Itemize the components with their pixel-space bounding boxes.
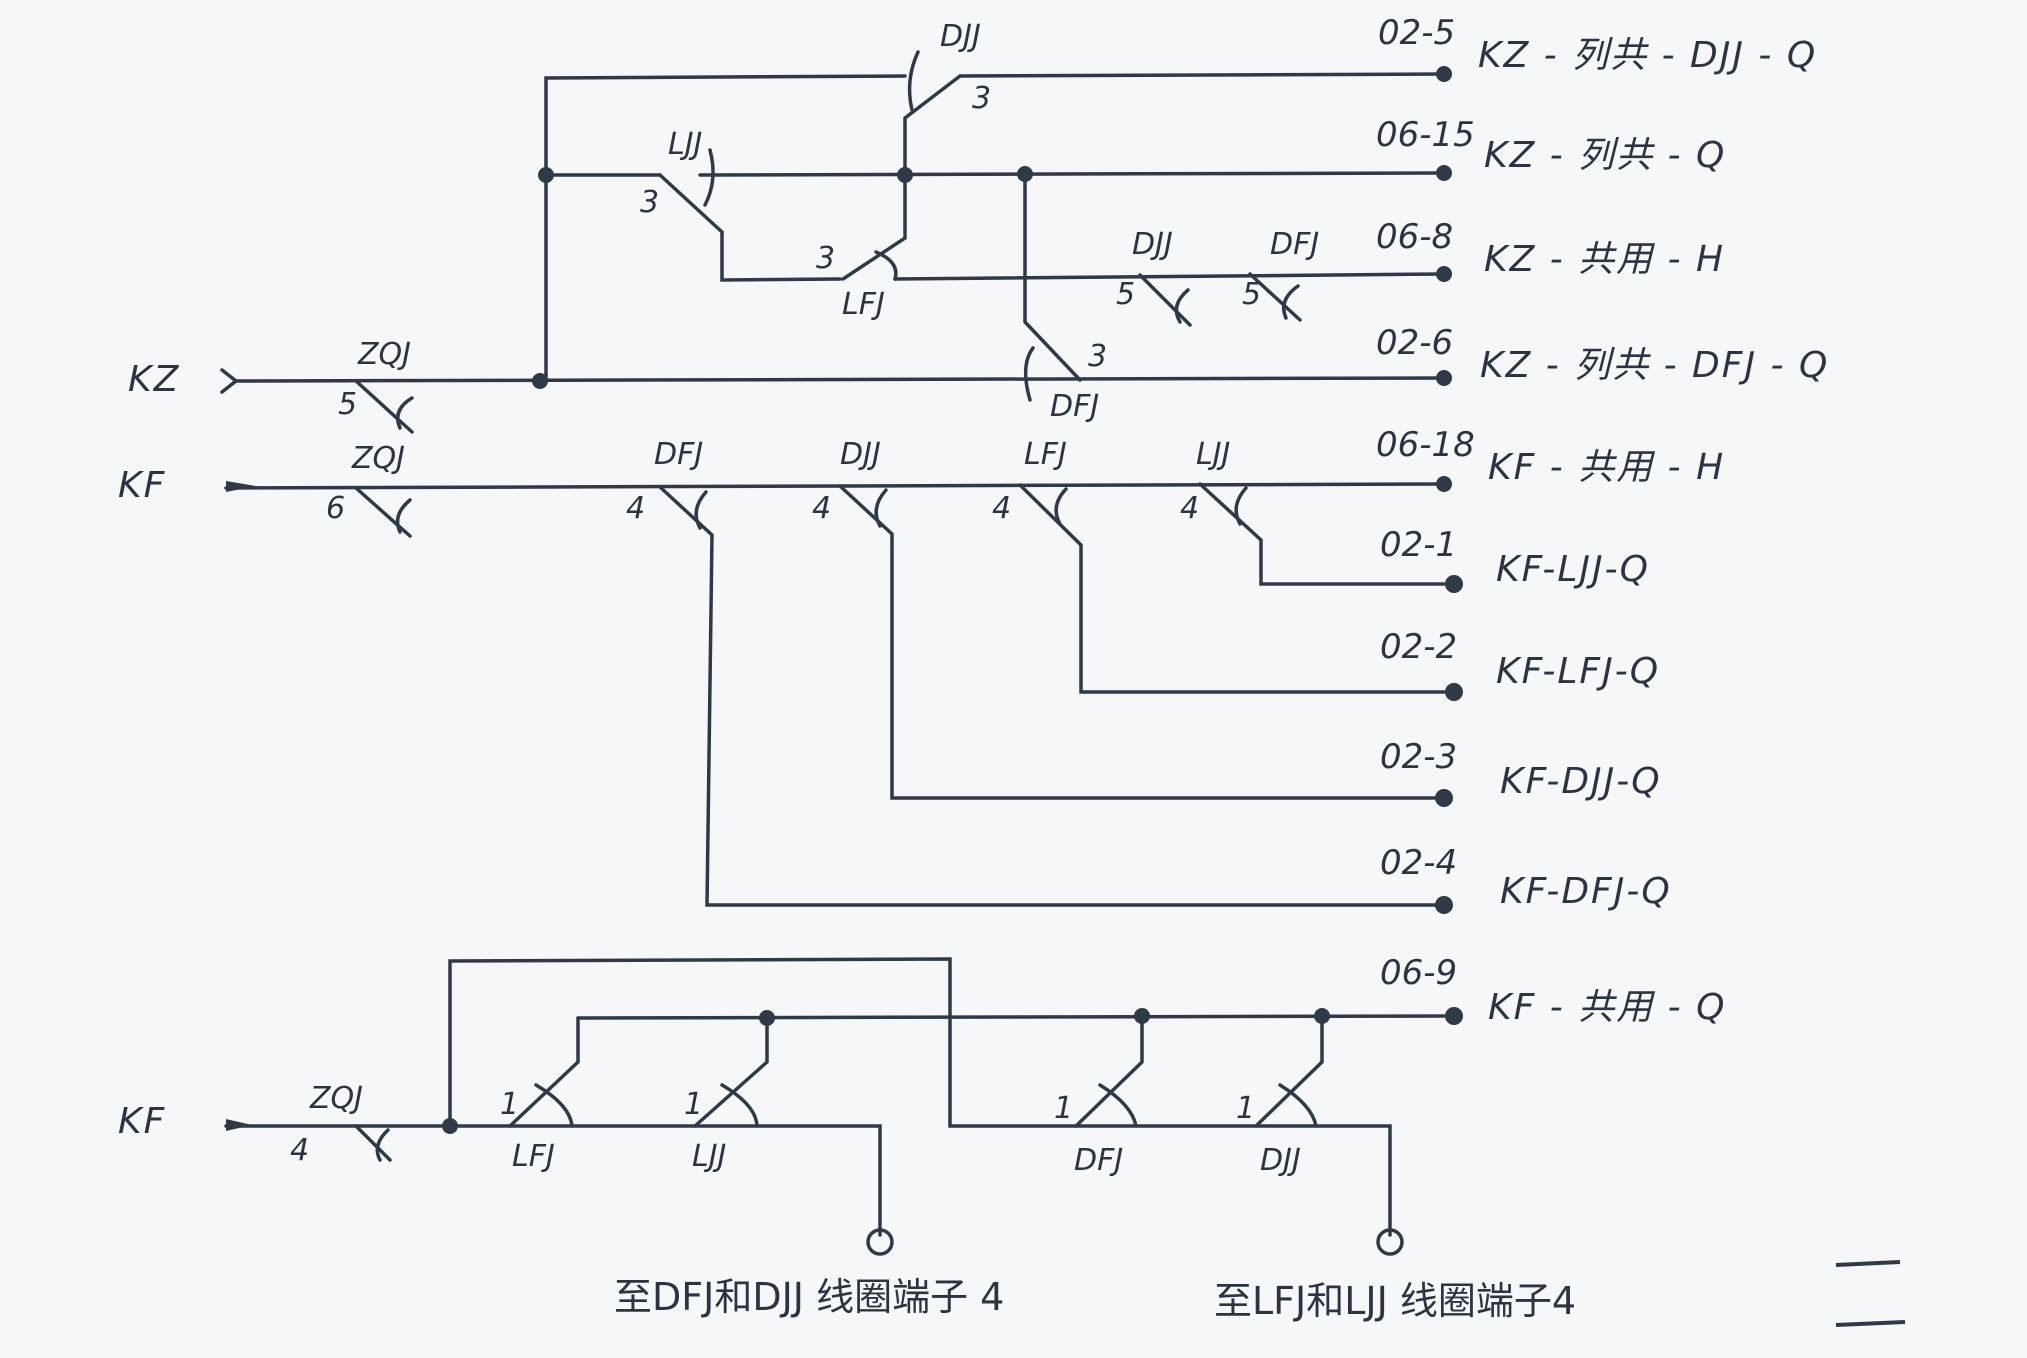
contact-djj-top-pin: 3 bbox=[972, 81, 992, 116]
output-label-06-18: KF - 共用 - H bbox=[1488, 447, 1726, 488]
input-kf-label: KF bbox=[118, 465, 167, 506]
terminal-06-15: 06-15 bbox=[1376, 115, 1475, 155]
contact-zqj-5: ZQJ bbox=[358, 337, 412, 372]
terminal-02-5: 02-5 bbox=[1378, 13, 1456, 53]
contact-lfj-1-pin: 1 bbox=[500, 1087, 520, 1122]
contact-dfj-4: DFJ bbox=[654, 437, 704, 472]
contact-djj-4: DJJ bbox=[840, 437, 881, 472]
terminal-02-6: 02-6 bbox=[1376, 323, 1454, 363]
output-label-02-6: KZ - 列共 - DFJ - Q bbox=[1480, 345, 1830, 386]
contact-zqj-5-pin: 5 bbox=[338, 387, 358, 422]
terminal-06-8: 06-8 bbox=[1376, 217, 1454, 257]
contact-djj-5-pin: 5 bbox=[1116, 277, 1136, 312]
contact-dfj-3: DFJ bbox=[1050, 389, 1100, 424]
terminal-06-9: 06-9 bbox=[1380, 953, 1458, 993]
output-label-02-5: KZ - 列共 - DJJ - Q bbox=[1478, 35, 1818, 76]
contact-zqj-4: ZQJ bbox=[310, 1081, 364, 1116]
input-kz-label: KZ bbox=[128, 359, 181, 400]
contact-ljj-1: LJJ bbox=[692, 1139, 727, 1174]
terminal-02-1: 02-1 bbox=[1380, 525, 1458, 565]
contact-ljj-1-pin: 1 bbox=[684, 1087, 704, 1122]
output-label-06-9: KF - 共用 - Q bbox=[1488, 987, 1727, 1028]
output-label-06-15: KZ - 列共 - Q bbox=[1484, 135, 1727, 176]
contact-dfj-1: DFJ bbox=[1074, 1143, 1124, 1178]
output-label-02-3: KF-DJJ-Q bbox=[1500, 761, 1662, 802]
contact-zqj-6-pin: 6 bbox=[326, 491, 346, 526]
caption-left: 至DFJ和DJJ 线圈端子 4 bbox=[614, 1275, 1005, 1319]
terminal-02-2: 02-2 bbox=[1380, 627, 1458, 667]
output-label-02-1: KF-LJJ-Q bbox=[1496, 549, 1650, 590]
contact-dfj-3-pin: 3 bbox=[1088, 339, 1108, 374]
contact-djj-1-pin: 1 bbox=[1236, 1091, 1256, 1126]
contact-zqj-6: ZQJ bbox=[352, 441, 406, 476]
contact-ljj-4: LJJ bbox=[1196, 437, 1231, 472]
contact-dfj-1-pin: 1 bbox=[1054, 1091, 1074, 1126]
terminal-02-4: 02-4 bbox=[1380, 843, 1458, 883]
contact-ljj-4-pin: 4 bbox=[1180, 491, 1200, 526]
input-kf-bottom-label: KF bbox=[118, 1101, 167, 1142]
contact-ljj-3-pin: 3 bbox=[640, 185, 660, 220]
output-label-06-8: KZ - 共用 - H bbox=[1484, 239, 1726, 280]
contact-djj-top: DJJ bbox=[940, 19, 981, 54]
contact-ljj-3: LJJ bbox=[668, 127, 703, 162]
caption-right: 至LFJ和LJJ 线圈端子4 bbox=[1214, 1279, 1577, 1323]
contact-dfj-5: DFJ bbox=[1270, 227, 1320, 262]
contact-lfj-3: LFJ bbox=[842, 287, 885, 322]
contact-lfj-1: LFJ bbox=[512, 1139, 555, 1174]
contact-zqj-4-pin: 4 bbox=[290, 1133, 310, 1168]
contact-dfj-5-pin: 5 bbox=[1242, 277, 1262, 312]
contact-lfj-4: LFJ bbox=[1024, 437, 1067, 472]
contact-dfj-4-pin: 4 bbox=[626, 491, 646, 526]
terminal-02-3: 02-3 bbox=[1380, 737, 1458, 777]
terminal-06-18: 06-18 bbox=[1376, 425, 1475, 465]
output-label-02-2: KF-LFJ-Q bbox=[1496, 651, 1661, 692]
output-label-02-4: KF-DFJ-Q bbox=[1500, 871, 1672, 912]
contact-lfj-3-pin: 3 bbox=[816, 241, 836, 276]
contact-djj-4-pin: 4 bbox=[812, 491, 832, 526]
contact-lfj-4-pin: 4 bbox=[992, 491, 1012, 526]
contact-djj-1: DJJ bbox=[1260, 1143, 1301, 1178]
contact-djj-5: DJJ bbox=[1132, 227, 1173, 262]
